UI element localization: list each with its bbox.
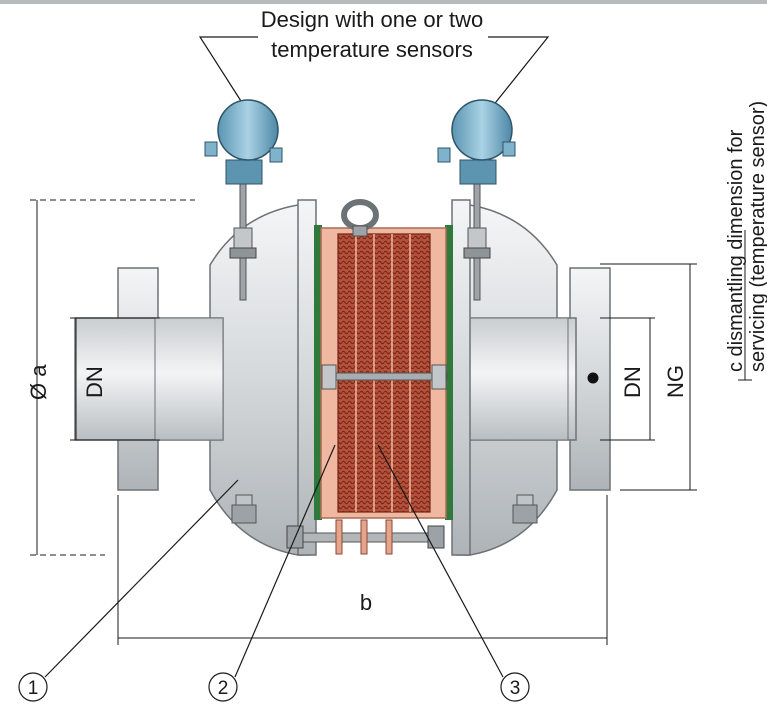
header-line1: Design with one or two	[261, 7, 484, 32]
lifting-eye	[341, 199, 379, 231]
dimension-ng	[600, 263, 697, 491]
dimension-dn-right	[600, 317, 655, 441]
sensor-head-left	[217, 99, 279, 161]
header-leader-right	[487, 36, 550, 113]
top-border	[0, 0, 767, 4]
callout-2-label: 2	[218, 678, 229, 699]
callout-3: 3	[500, 672, 530, 702]
sensor-head-right	[451, 99, 513, 161]
flame-arrester-block	[314, 199, 453, 520]
seal-left	[314, 225, 322, 520]
callout-2: 2	[208, 672, 238, 702]
label-dn-left: DN	[82, 366, 107, 398]
header-line2: temperature sensors	[271, 37, 473, 62]
label-b: b	[360, 590, 372, 615]
marker-dot	[587, 372, 599, 384]
side-note-line2: servicing (temperature sensor)	[747, 101, 767, 372]
temperature-sensor-left	[204, 99, 283, 301]
left-housing	[74, 199, 317, 556]
center-bolt	[322, 372, 448, 381]
side-note: c dismantling dimension for servicing (t…	[725, 101, 767, 372]
callout-1-label: 1	[28, 678, 39, 699]
seal-right	[445, 225, 453, 520]
callout-1: 1	[18, 672, 48, 702]
label-diameter-a: Ø a	[26, 364, 51, 400]
label-dn-right: DN	[620, 366, 645, 398]
right-housing	[427, 199, 611, 556]
dimension-dn-left	[70, 317, 160, 441]
label-ng: NG	[663, 365, 688, 398]
header-leader-left	[198, 36, 258, 113]
dimension-b	[117, 495, 608, 645]
callout-leaders	[44, 444, 504, 678]
callout-3-label: 3	[510, 678, 521, 699]
side-note-line1: c dismantling dimension for	[725, 129, 747, 372]
dimension-diameter-a	[30, 199, 195, 556]
temperature-sensor-right	[437, 99, 516, 301]
